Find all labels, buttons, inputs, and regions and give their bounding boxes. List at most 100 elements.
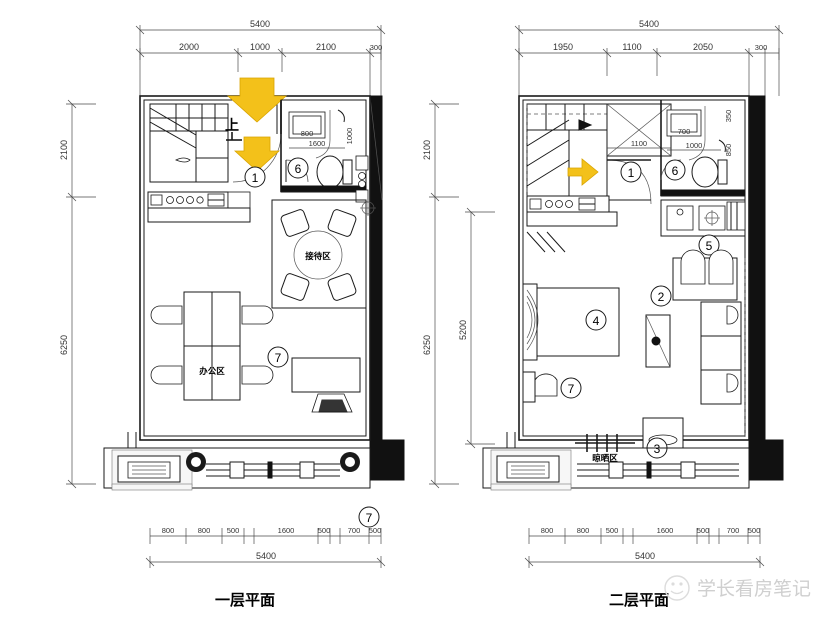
marker-1-2f: 1 [620,161,642,183]
marker-7-2f: 7 [560,377,582,399]
dim-bottom2-6: 700 [727,526,740,535]
entrance-arrow-2f [567,158,599,186]
dim-850: 850 [724,144,733,157]
entrance-arrow-2 [233,136,281,172]
dim-left2-2: 6250 [422,335,432,355]
exterior-walls [139,95,405,481]
office-chairs [150,305,274,385]
drying-area-2f: 晾晒区 [575,434,635,463]
dim-700: 700 [678,127,691,136]
kitchen-2f [526,195,746,253]
office-area: 办公区 [150,291,361,413]
dim-left2-1: 2100 [422,140,432,160]
dim-left-2: 6250 [59,335,69,355]
marker-7-label: 7 [275,351,282,365]
dim-top-2: 1000 [250,42,270,52]
side-chair-2f [522,371,558,403]
dim-bottom2-1: 800 [541,526,554,535]
left-dimension-chain-2: 2100 6250 5200 [422,99,495,489]
dim-left-1: 2100 [59,140,69,160]
room-label-drying: 晾晒区 [592,453,618,463]
wardrobe-2f [700,258,746,440]
dim-bottom-5: 500 [318,526,331,535]
dim-bottom-4: 1600 [278,526,295,535]
balcony-2f [482,432,750,491]
plant-icon [186,452,360,472]
marker-7b-label: 7 [366,511,373,525]
dim-inner-5200: 5200 [458,320,468,340]
dim-bottom-7: 500 [369,526,382,535]
dim-bottom2-3: 500 [606,526,619,535]
dim-top2-3: 2050 [693,42,713,52]
dim-1100: 1100 [631,139,647,148]
dim-1000: 1000 [686,141,703,150]
marker-4-label: 4 [593,314,600,328]
kitchen-counter [147,191,251,223]
marker-7-2f-label: 7 [568,382,575,396]
dim-bottom-total: 5400 [256,551,276,561]
bath-dim-800: 800 [301,129,314,138]
marker-1: 1 [244,166,266,188]
exterior-walls-2 [518,95,784,481]
stair-up-label: 上 [225,117,239,133]
watermark: 学长看房笔记 [664,575,811,601]
reception-area: 接待区 [271,199,376,309]
dim-top2-4: 300 [755,43,768,52]
top-dimension-chain: 2000 1000 2100 300 [135,42,383,96]
watermark-text: 学长看房笔记 [697,578,811,600]
staircase-down: 1100 [526,103,672,201]
marker-1-2f-label: 1 [628,166,635,180]
marker-6-2f: 6 [664,159,686,181]
dim-top-4: 300 [370,43,383,52]
dim-bottom-1: 800 [162,526,175,535]
dim-top2-2: 1100 [622,42,641,52]
entrance-arrow-1 [226,77,288,123]
room-label-office: 办公区 [199,366,225,376]
dim-bottom2-5: 500 [697,526,710,535]
dim-top-1: 2000 [179,42,199,52]
marker-7-balcony: 7 [358,506,380,528]
dim-bottom2-4: 1600 [657,526,674,535]
marker-6: 6 [287,157,309,179]
study-desk-2f [645,314,671,368]
bedroom-2f [522,283,620,361]
first-floor-plan: 5400 2000 1000 2100 300 [0,0,408,625]
dim-bottom-6: 700 [348,526,361,535]
bathroom-2f: 700 1000 350 850 [660,99,746,197]
dim-bottom-total-2: 5400 [635,551,655,561]
dim-top2-1: 1950 [553,42,573,52]
marker-5-2f: 5 [698,234,720,256]
dim-bottom-3: 500 [227,526,240,535]
second-floor-plan: 5400 1950 1100 2050 300 [409,0,817,625]
marker-2-2f: 2 [650,285,672,307]
dining-area-2f [672,249,738,301]
marker-2-label: 2 [658,290,665,304]
plan-title-first-floor: 一层平面 [215,592,275,609]
dim-bottom-2: 800 [198,526,211,535]
marker-6-2f-label: 6 [672,164,679,178]
bottom-dimension-chain-2: 800 800 500 1600 500 700 500 5400 [524,526,765,568]
dim-top-3: 2100 [316,42,336,52]
marker-1-label: 1 [252,171,259,185]
marker-6-label: 6 [295,162,302,176]
railing [206,461,340,479]
dim-overall-width: 5400 [250,19,270,29]
service-shaft [355,155,369,203]
railing-2f [577,461,739,479]
staircase-up: 上 [149,103,242,183]
bathroom: 800 1000 1600 [280,99,367,193]
marker-3-label: 3 [654,442,661,456]
marker-7-office: 7 [267,346,289,368]
dim-bottom2-2: 800 [577,526,590,535]
marker-5-label: 5 [706,239,713,253]
bottom-dimension-chain: 800 800 500 1600 500 700 500 5400 [145,526,386,568]
top-dimension-total-2: 5400 [514,19,784,96]
dim-bottom2-7: 500 [748,526,761,535]
dim-350: 350 [724,110,733,123]
balcony [103,432,371,491]
top-dimension-chain-2: 1950 1100 2050 300 [514,42,780,96]
bath-dim-1000: 1000 [345,128,354,145]
marker-4-2f: 4 [585,309,607,331]
top-dimension-total: 5400 [135,19,386,96]
